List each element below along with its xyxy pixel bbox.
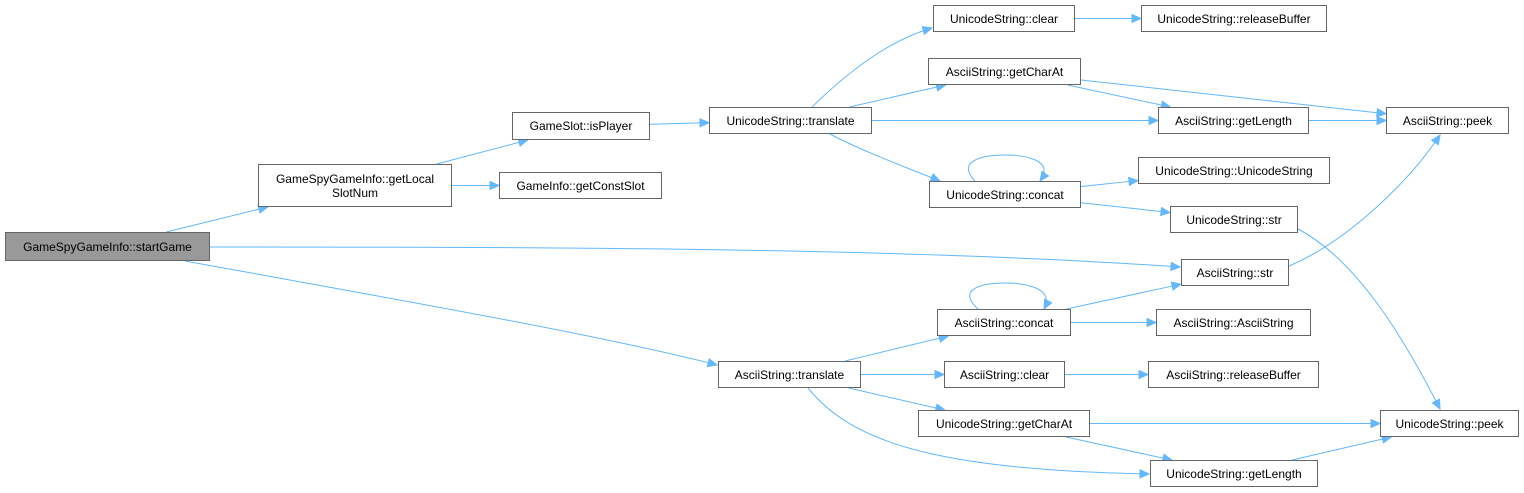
edge-aTranslate-to-aClear-arrowhead — [934, 369, 946, 380]
edge-uConcat-to-uCtor-arrowhead — [1128, 176, 1140, 187]
node-uCtor[interactable]: UnicodeString::UnicodeString — [1138, 157, 1330, 184]
node-uConcat[interactable]: UnicodeString::concat — [929, 181, 1081, 208]
node-uClear[interactable]: UnicodeString::clear — [933, 5, 1075, 32]
edge-aGetCharAt-to-aGetLength — [1067, 84, 1171, 108]
edge-aConcat-to-aStr — [1066, 283, 1182, 310]
edge-getLocalSlotNum-to-getConstSlot-arrowhead — [489, 180, 501, 191]
node-aReleaseBuffer[interactable]: AsciiString::releaseBuffer — [1148, 361, 1319, 388]
node-aClear[interactable]: AsciiString::clear — [944, 361, 1065, 388]
edge-uTranslate-to-uClear-arrowhead — [921, 26, 934, 36]
node-getConstSlot[interactable]: GameInfo::getConstSlot — [499, 172, 662, 199]
edge-aStr-to-aPeek-arrowhead — [1430, 133, 1441, 146]
edge-aStr-to-aPeek — [1288, 134, 1441, 267]
edge-isPlayer-to-uTranslate — [649, 122, 710, 125]
edge-aConcat-to-aCtor-arrowhead — [1146, 317, 1158, 328]
edge-uConcat-to-uStr-arrowhead — [1160, 206, 1172, 217]
node-aStr[interactable]: AsciiString::str — [1181, 259, 1289, 286]
edge-aConcat-to-aStr-arrowhead — [1170, 281, 1183, 291]
edge-root-to-aTranslate-arrowhead — [706, 358, 719, 368]
node-aConcat[interactable]: AsciiString::concat — [937, 309, 1071, 336]
edge-root-to-getLocalSlotNum — [166, 206, 268, 233]
edge-uConcat-to-uStr — [1080, 202, 1171, 214]
edge-uTranslate-to-aGetLength-arrowhead — [1148, 115, 1160, 126]
node-getLocalSlotNum[interactable]: GameSpyGameInfo::getLocal SlotNum — [258, 164, 452, 207]
node-uReleaseBuffer[interactable]: UnicodeString::releaseBuffer — [1141, 5, 1327, 32]
node-aCtor[interactable]: AsciiString::AsciiString — [1156, 309, 1311, 336]
edge-aTranslate-to-aConcat — [845, 335, 949, 362]
edge-uTranslate-to-aGetCharAt — [849, 84, 946, 108]
node-root: GameSpyGameInfo::startGame — [5, 232, 210, 261]
edge-uGetCharAt-to-uGetLength — [1065, 436, 1173, 461]
edge-aGetLength-to-aPeek-arrowhead — [1376, 115, 1388, 126]
edge-root-to-aTranslate — [184, 260, 718, 366]
edge-uStr-to-uPeek-arrowhead — [1431, 398, 1441, 411]
edge-aConcat-to-aConcat — [969, 282, 1047, 310]
edge-isPlayer-to-uTranslate-arrowhead — [699, 118, 711, 128]
node-aPeek[interactable]: AsciiString::peek — [1386, 107, 1509, 134]
edge-aConcat-to-aConcat-arrowhead — [1043, 298, 1053, 311]
edge-aClear-to-aReleaseBuffer-arrowhead — [1138, 369, 1150, 380]
edge-uConcat-to-uCtor — [1080, 180, 1139, 188]
node-uGetLength[interactable]: UnicodeString::getLength — [1150, 460, 1318, 487]
node-uStr[interactable]: UnicodeString::str — [1170, 206, 1298, 233]
node-aTranslate[interactable]: AsciiString::translate — [718, 361, 861, 388]
node-uTranslate[interactable]: UnicodeString::translate — [709, 107, 872, 134]
edge-uTranslate-to-uConcat — [829, 133, 941, 182]
edge-uClear-to-uReleaseBuffer-arrowhead — [1131, 13, 1143, 24]
node-uPeek[interactable]: UnicodeString::peek — [1380, 410, 1519, 437]
edge-uStr-to-uPeek — [1295, 227, 1441, 410]
edge-aGetCharAt-to-aPeek — [1080, 79, 1387, 115]
edge-aTranslate-to-uGetLength — [807, 387, 1150, 475]
edge-aTranslate-to-uGetLength-arrowhead — [1139, 469, 1151, 479]
node-uGetCharAt[interactable]: UnicodeString::getCharAt — [918, 410, 1090, 437]
node-isPlayer[interactable]: GameSlot::isPlayer — [512, 112, 650, 140]
edge-uTranslate-to-uClear — [811, 27, 933, 108]
node-aGetLength[interactable]: AsciiString::getLength — [1158, 107, 1309, 134]
edge-uConcat-to-uConcat-arrowhead — [1039, 170, 1050, 183]
edge-uConcat-to-uConcat — [967, 154, 1045, 182]
edge-aGetCharAt-to-aPeek-arrowhead — [1376, 107, 1388, 118]
edge-root-to-aStr-arrowhead — [1170, 261, 1182, 272]
node-aGetCharAt[interactable]: AsciiString::getCharAt — [928, 58, 1081, 85]
edge-uGetLength-to-uPeek — [1292, 436, 1392, 461]
edge-uGetCharAt-to-uPeek-arrowhead — [1370, 418, 1382, 429]
edge-getLocalSlotNum-to-isPlayer — [436, 139, 528, 165]
edge-aTranslate-to-uGetCharAt — [848, 387, 946, 411]
edge-root-to-aStr — [209, 246, 1181, 268]
